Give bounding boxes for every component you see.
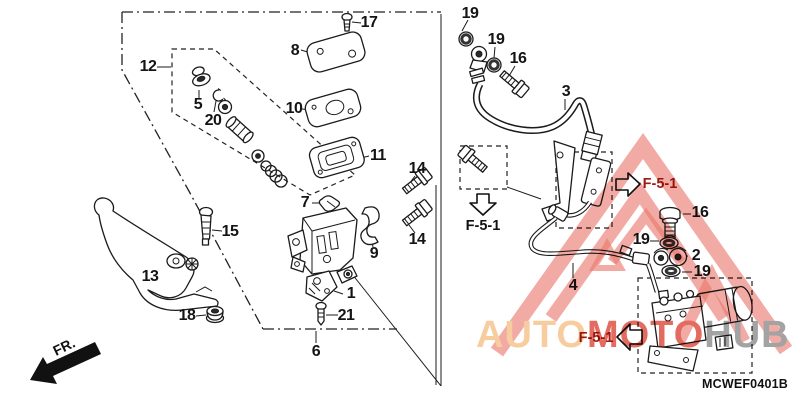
part-label-14-8: 14 (408, 160, 426, 177)
part-21-screw (315, 301, 327, 326)
part-label-3-20: 3 (561, 83, 571, 100)
part-9-clamp (360, 206, 380, 246)
part-label-15-10: 15 (221, 223, 239, 240)
kit-spring (260, 160, 288, 188)
part-label-12-2: 12 (139, 58, 157, 75)
part-15-pivot-bolt (198, 206, 214, 246)
section-boundary-lines (121, 11, 442, 387)
part-label-20-4: 20 (204, 112, 222, 129)
part-label-19-18: 19 (487, 31, 505, 48)
part-label-5-3: 5 (193, 96, 203, 113)
part-label-13-11: 13 (141, 268, 159, 285)
part-18-nut (205, 305, 225, 324)
part-label-19-17: 19 (461, 5, 479, 22)
ref-label-f51-0: F-5-1 (465, 218, 501, 234)
kit-washer (217, 99, 233, 115)
master-cylinder-body (287, 207, 358, 284)
ref-label-f51-2: F-5-1 (578, 330, 614, 346)
part-label-21-14: 21 (337, 307, 355, 324)
part-7-clamp (318, 195, 341, 212)
part-11-diaphragm (308, 136, 365, 179)
part-label-14-9: 14 (408, 231, 426, 248)
part-label-4-21: 4 (568, 277, 578, 294)
kit-piston (225, 116, 254, 144)
part-label-17-0: 17 (360, 14, 378, 31)
part-label-16-19: 16 (509, 50, 527, 67)
ref-label-f51-1: F-5-1 (642, 176, 678, 192)
part-label-1-13: 1 (346, 285, 356, 302)
part-label-7-7: 7 (300, 194, 310, 211)
part-label-16-22: 16 (691, 204, 709, 221)
banjo-eyelet (469, 45, 488, 85)
part-label-8-1: 8 (290, 42, 300, 59)
part-13-brake-lever (93, 197, 219, 311)
part-label-9-16: 9 (369, 245, 379, 262)
part-10-plate (304, 88, 362, 128)
kit-box-12 (171, 48, 357, 196)
part-1-bracket (305, 270, 338, 302)
part-17-screw (341, 12, 353, 32)
part-19-washer-b (486, 57, 502, 73)
drawing-code: MCWEF0401B (701, 377, 789, 391)
part-label-19-23: 19 (632, 231, 650, 248)
ref-arrow-down-icon (469, 193, 497, 216)
part-19-washer-a (458, 31, 474, 47)
part-8-reservoir-cover (306, 31, 366, 73)
kit-cup-seal (251, 149, 265, 163)
part-label-19-25: 19 (693, 263, 711, 280)
part-label-10-5: 10 (285, 100, 303, 117)
part-5-boot (191, 66, 211, 87)
part-label-11-6: 11 (370, 147, 386, 164)
part-label-6-15: 6 (311, 343, 321, 360)
part-label-18-12: 18 (178, 307, 196, 324)
